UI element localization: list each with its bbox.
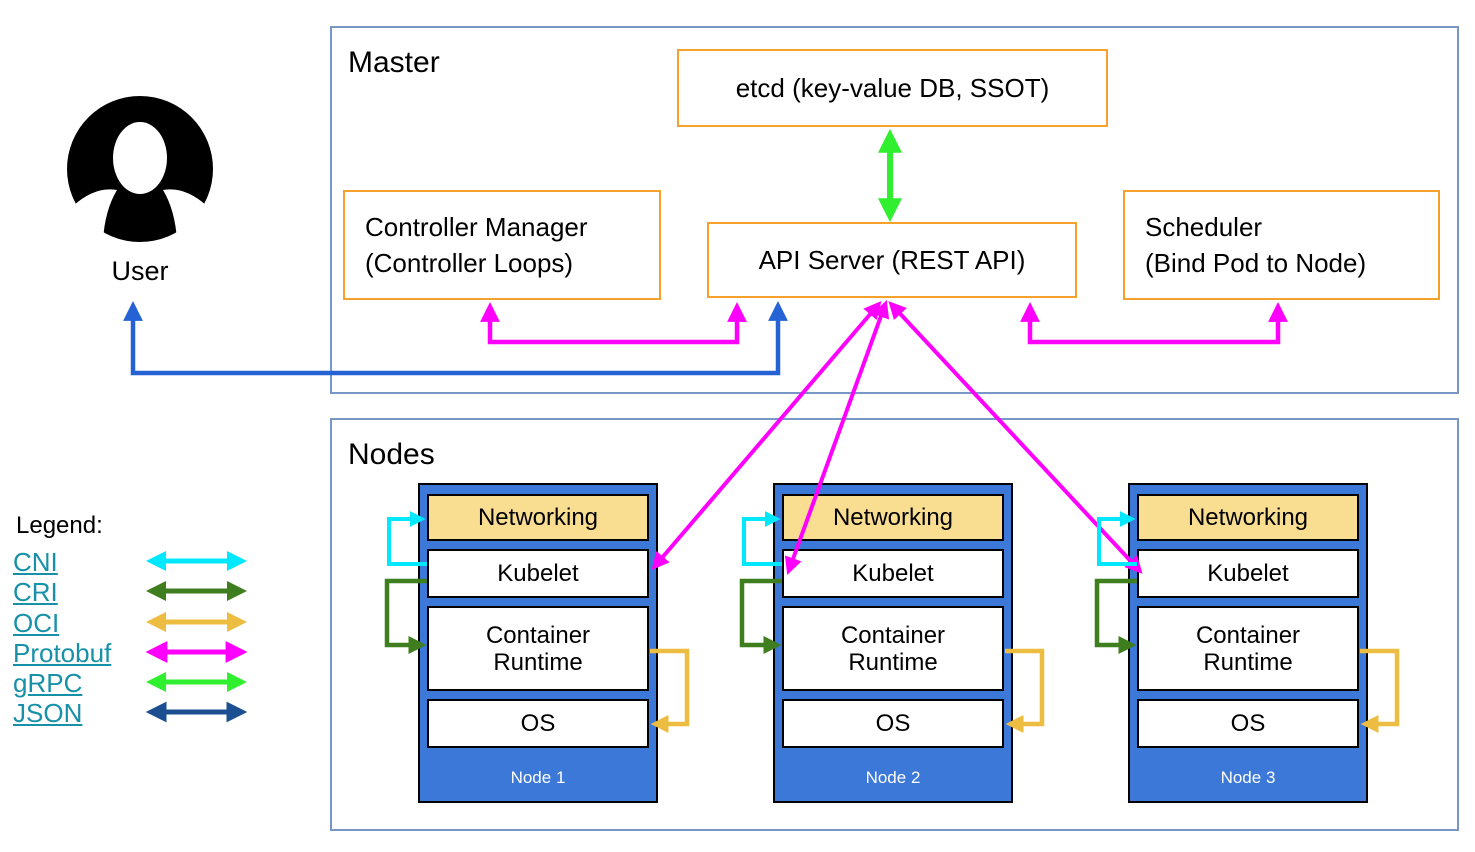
os-label: OS [875, 710, 911, 737]
node-2-container-runtime-box: Container Runtime [782, 606, 1004, 691]
kubelet-label: Kubelet [497, 560, 579, 587]
kubelet-label: Kubelet [852, 560, 934, 587]
legend-link-cni[interactable]: CNI [13, 547, 58, 577]
node-2-os-box: OS [782, 699, 1004, 748]
node-3-os-box: OS [1137, 699, 1359, 748]
legend-link-oci[interactable]: OCI [13, 608, 60, 638]
node-2-networking-box: Networking [782, 494, 1004, 541]
scheduler-box: Scheduler (Bind Pod to Node) [1123, 190, 1440, 300]
api-server-label: API Server (REST API) [758, 244, 1026, 275]
nodes-section-title: Nodes [348, 438, 435, 471]
kubelet-label: Kubelet [1207, 560, 1289, 587]
user-label: User [111, 256, 169, 286]
node-1-label: Node 1 [510, 768, 566, 787]
controller-manager-label: Controller Manager (Controller Loops) [365, 209, 588, 281]
node-2-kubelet-box: Kubelet [782, 549, 1004, 598]
api-server-box: API Server (REST API) [707, 222, 1077, 298]
node-2-label: Node 2 [865, 768, 921, 787]
master-section-title: Master [348, 46, 440, 79]
controller-manager-box: Controller Manager (Controller Loops) [343, 190, 661, 300]
networking-label: Networking [1187, 504, 1309, 531]
scheduler-line2: (Bind Pod to Node) [1145, 248, 1367, 278]
node-3-networking-box: Networking [1137, 494, 1359, 541]
os-label: OS [520, 710, 556, 737]
container-runtime-label: Container Runtime [485, 621, 591, 676]
controller-manager-line1: Controller Manager [365, 212, 588, 242]
node-1-container-runtime-box: Container Runtime [427, 606, 649, 691]
user-icon [67, 96, 213, 242]
networking-label: Networking [832, 504, 954, 531]
controller-manager-line2: (Controller Loops) [365, 248, 574, 278]
node-1-kubelet-box: Kubelet [427, 549, 649, 598]
node-1-networking-box: Networking [427, 494, 649, 541]
node-1-box: Networking Kubelet Container Runtime OS … [418, 483, 658, 803]
node-1-os-box: OS [427, 699, 649, 748]
legend-link-cri[interactable]: CRI [13, 577, 58, 607]
networking-label: Networking [477, 504, 599, 531]
scheduler-line1: Scheduler [1145, 212, 1263, 242]
etcd-label: etcd (key-value DB, SSOT) [735, 72, 1050, 103]
legend-link-grpc[interactable]: gRPC [13, 668, 83, 698]
scheduler-label: Scheduler (Bind Pod to Node) [1145, 209, 1366, 281]
legend-title: Legend: [16, 512, 103, 539]
container-runtime-label: Container Runtime [1195, 621, 1301, 676]
node-3-container-runtime-box: Container Runtime [1137, 606, 1359, 691]
node-3-label: Node 3 [1220, 768, 1276, 787]
container-runtime-label: Container Runtime [840, 621, 946, 676]
node-3-kubelet-box: Kubelet [1137, 549, 1359, 598]
os-label: OS [1230, 710, 1266, 737]
etcd-box: etcd (key-value DB, SSOT) [677, 49, 1108, 127]
legend-link-json[interactable]: JSON [13, 698, 83, 728]
node-2-box: Networking Kubelet Container Runtime OS … [773, 483, 1013, 803]
node-3-box: Networking Kubelet Container Runtime OS … [1128, 483, 1368, 803]
legend-link-protobuf[interactable]: Protobuf [13, 638, 112, 668]
